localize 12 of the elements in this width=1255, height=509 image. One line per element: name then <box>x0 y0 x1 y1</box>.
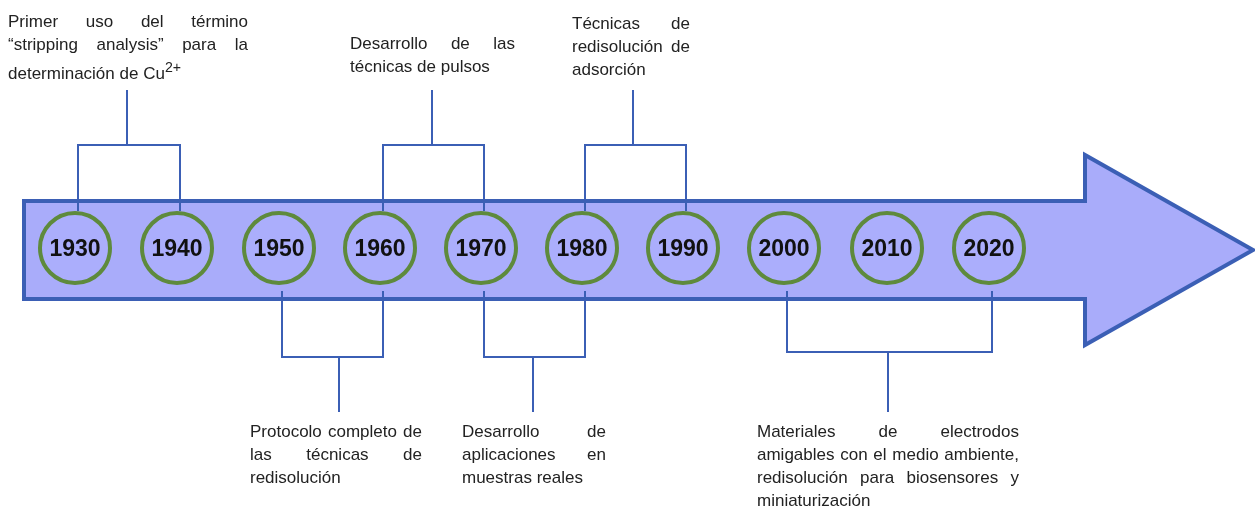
event-text: Materiales de electrodos amigables con el medio ambiente, redisolución para biosensores y miniaturización <box>757 420 1019 509</box>
bracket-line <box>887 290 993 413</box>
bracket-line <box>532 290 586 413</box>
bracket-line <box>338 290 384 413</box>
event-text: Desarrollo de las técnicas de pulsos <box>350 32 515 78</box>
bracket-line <box>431 89 485 212</box>
event-text: Primer uso del término “stripping analysis” para la determinación de Cu$^{2+}$ <box>8 10 248 85</box>
event-text: Desarrollo de aplicaciones en muestras reales <box>462 420 606 489</box>
event-text: Técnicas de redisolución de adsorción <box>572 12 690 81</box>
bracket-line <box>126 89 181 212</box>
bracket-line <box>632 89 687 212</box>
event-text: Protocolo completo de las técnicas de redisolución <box>250 420 422 489</box>
